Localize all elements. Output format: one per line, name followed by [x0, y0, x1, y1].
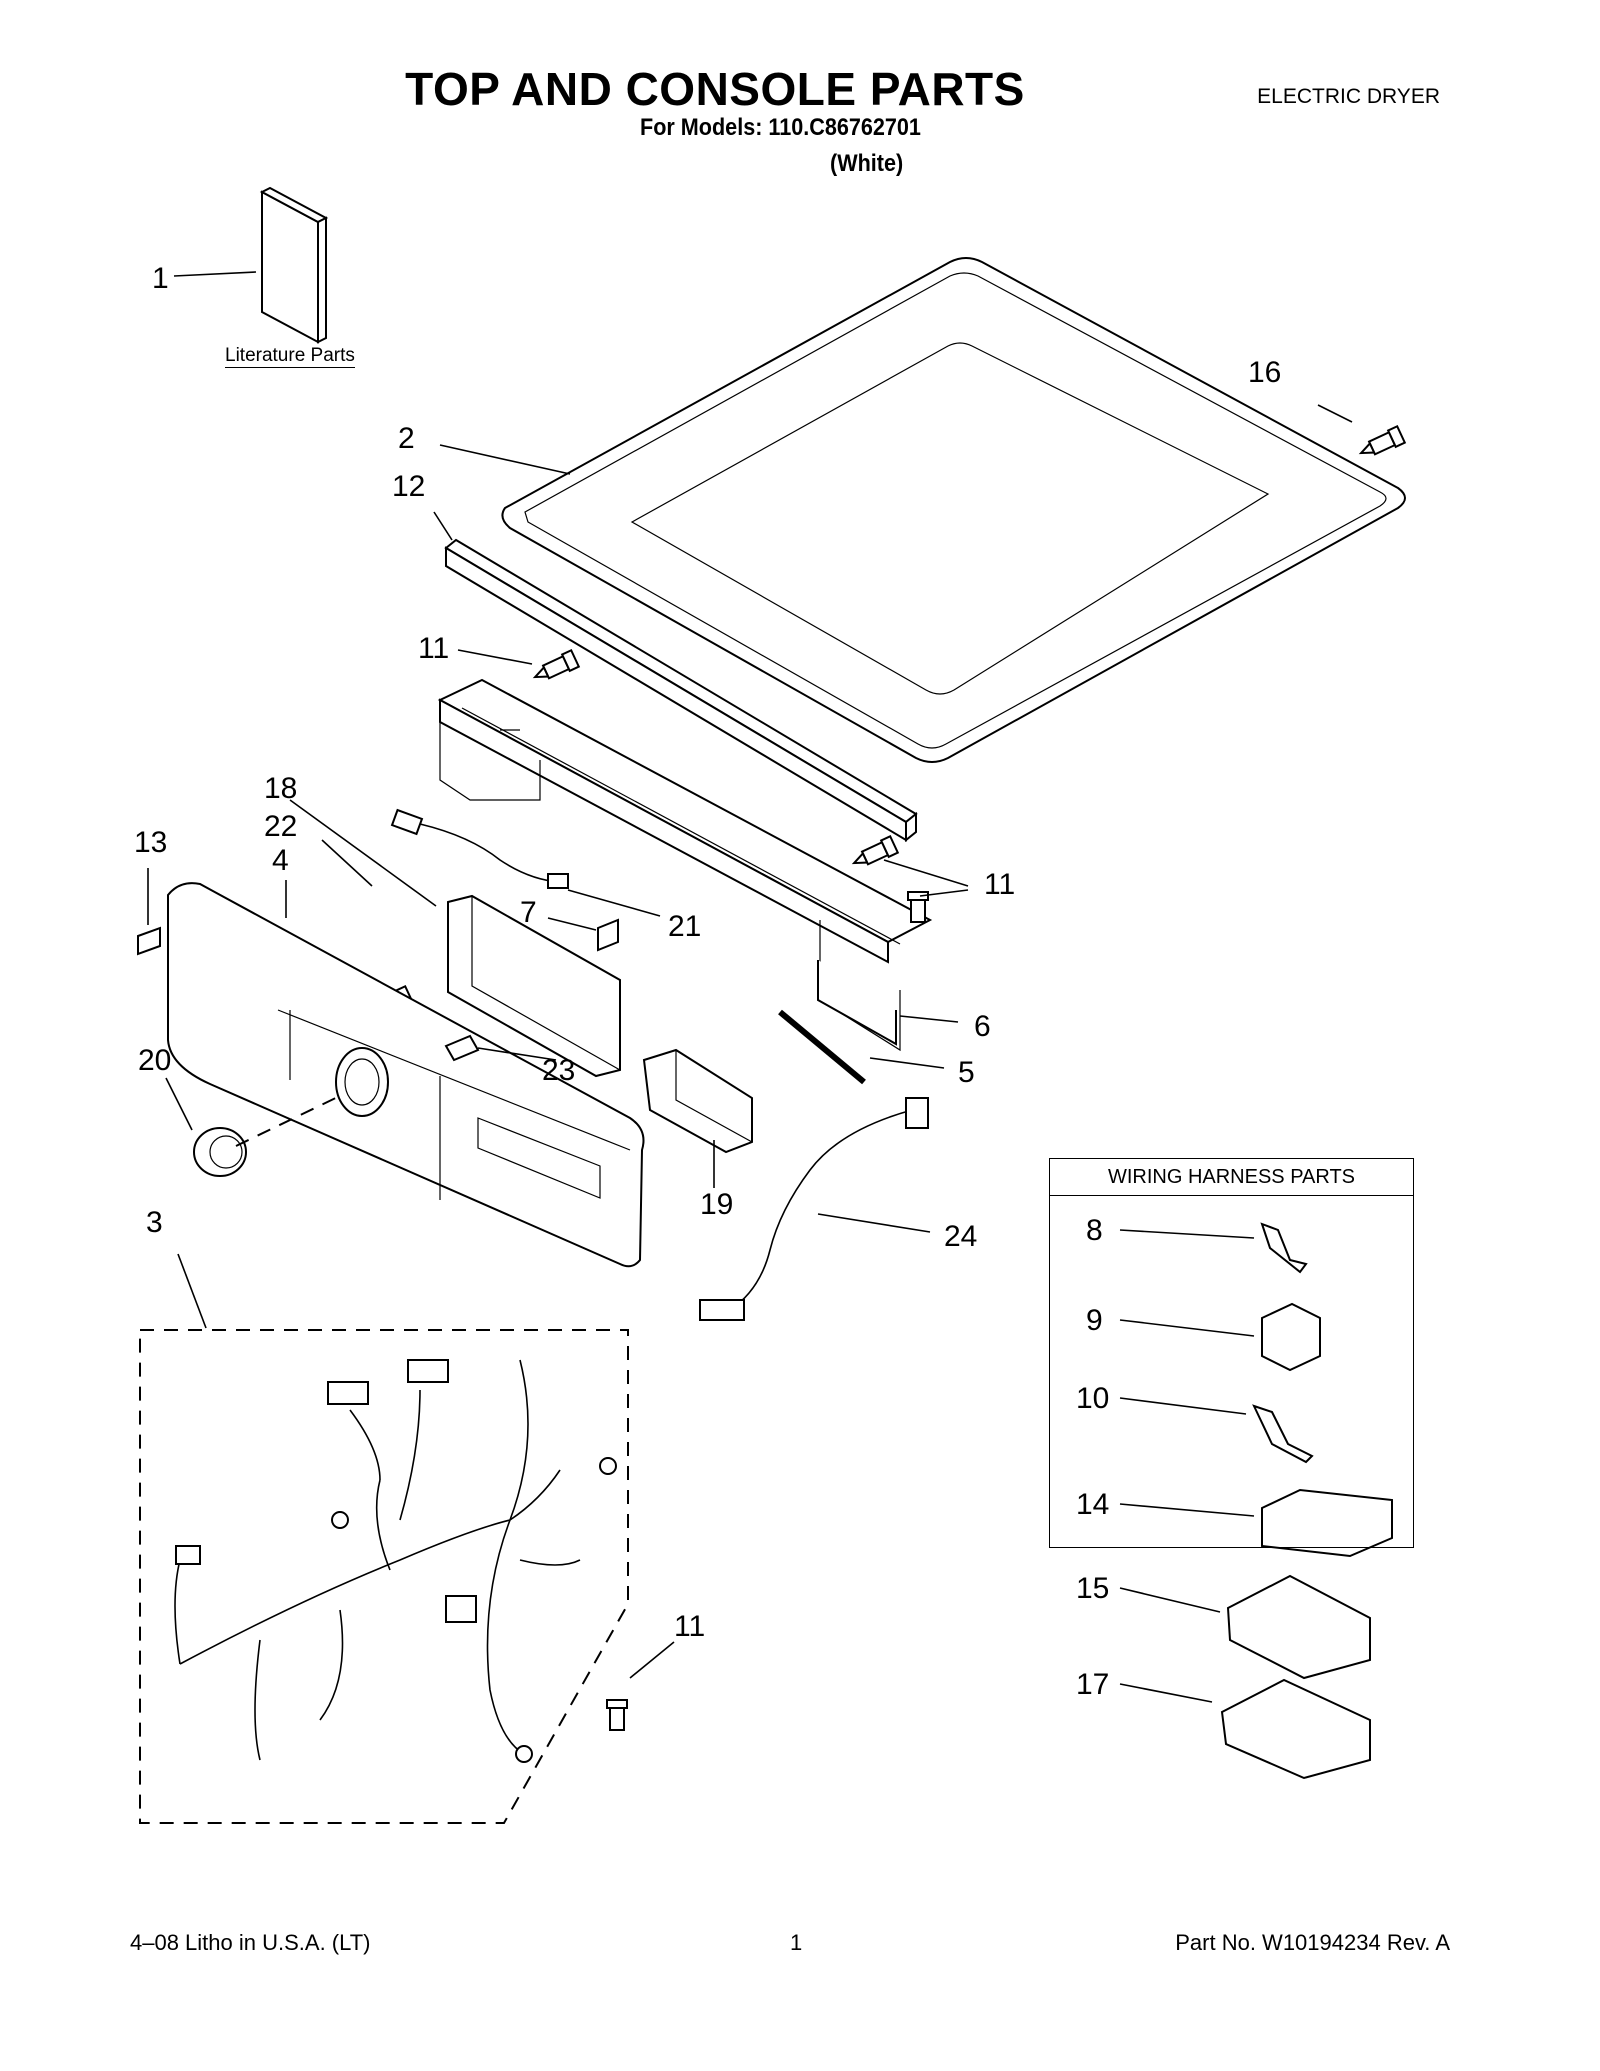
part-23-lamp-holder [444, 1034, 480, 1062]
part-20-knob [193, 1127, 247, 1177]
callout: 3 [146, 1206, 163, 1239]
part-14-connector-block [1261, 1488, 1393, 1558]
callout: 22 [264, 810, 297, 843]
callout: 13 [134, 826, 167, 859]
callout: 5 [958, 1056, 975, 1089]
callout: 8 [1086, 1214, 1103, 1247]
part-9-connector [1261, 1302, 1321, 1372]
callout-numbers: 1 2 12 16 11 18 22 13 4 7 21 11 6 23 5 2… [134, 262, 1281, 1701]
callout: 11 [418, 632, 449, 665]
wiring-harness-box-title: WIRING HARNESS PARTS [1050, 1159, 1413, 1196]
screw-11-upper [532, 648, 581, 680]
screw-11-vertical [907, 891, 929, 923]
callout: 4 [272, 844, 289, 877]
models-line: For Models: 110.C86762701 [640, 114, 921, 141]
appliance-type-label: ELECTRIC DRYER [1257, 85, 1440, 108]
callout: 9 [1086, 1304, 1103, 1337]
part-7-clip [597, 918, 619, 952]
callout: 21 [668, 910, 701, 943]
screw-16 [1358, 424, 1407, 456]
part-1-literature-booklet [259, 186, 329, 344]
page-title: TOP AND CONSOLE PARTS [405, 63, 1025, 115]
callout: 17 [1076, 1668, 1109, 1701]
callout: 6 [974, 1010, 991, 1043]
callout: 2 [398, 422, 415, 455]
leader-lines [147, 271, 1353, 1703]
part-24-wire-harness [729, 1109, 913, 1311]
callout: 15 [1076, 1572, 1109, 1605]
part-4-console-panel [167, 882, 645, 1268]
part-18-control-housing [447, 894, 621, 1078]
callout: 14 [1076, 1488, 1109, 1521]
callout: 7 [520, 896, 537, 929]
callout: 18 [264, 772, 297, 805]
footer-page-number: 1 [790, 1930, 803, 1955]
callout: 20 [138, 1044, 171, 1077]
callout: 16 [1248, 356, 1281, 389]
screw-11-lower [606, 1699, 628, 1731]
part-13-badge [137, 926, 161, 956]
console-bracket [437, 678, 933, 1052]
literature-parts-label: Literature Parts [225, 345, 355, 368]
callout: 12 [392, 470, 425, 503]
part-3-harness-boundary [139, 1329, 629, 1824]
part-2-top-panel [501, 257, 1406, 763]
part-19-electronic-module [642, 1048, 753, 1154]
footer-litho-note: 4–08 Litho in U.S.A. (LT) [130, 1930, 371, 1955]
screw-11-right [851, 834, 900, 866]
wiring-harness-parts-box: WIRING HARNESS PARTS [1049, 1158, 1414, 1548]
part-21-wire [419, 823, 561, 883]
callout: 10 [1076, 1382, 1109, 1415]
callout: 11 [984, 868, 1015, 901]
part-8-terminal [1260, 1222, 1308, 1274]
callout: 11 [674, 1610, 705, 1643]
part-6-bracket [817, 960, 897, 1046]
callout: 1 [152, 262, 169, 295]
callout: 19 [700, 1188, 733, 1221]
footer-part-number: Part No. W10194234 Rev. A [1175, 1930, 1450, 1955]
part-17-connector-housing [1220, 1678, 1371, 1780]
harness-part-icons [1220, 1222, 1393, 1780]
part-10-terminal [1252, 1404, 1314, 1464]
callout: 23 [542, 1054, 575, 1087]
part-3-main-wire-harness [174, 1359, 617, 1763]
part-15-connector-housing [1226, 1574, 1371, 1680]
part-5-cable-tie [778, 1009, 866, 1085]
part-12-front-strip [444, 538, 918, 843]
color-line: (White) [830, 150, 904, 177]
callout: 24 [944, 1220, 977, 1253]
